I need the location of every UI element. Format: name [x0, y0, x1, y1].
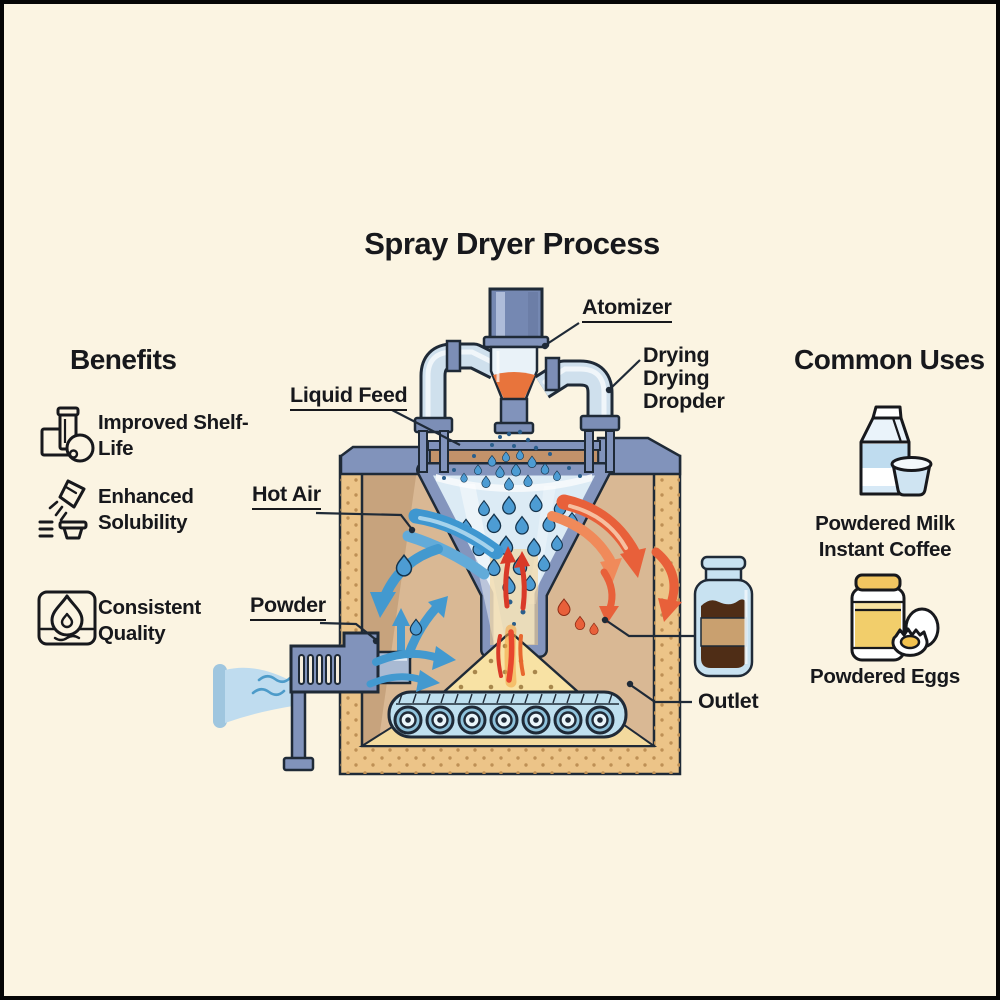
- quality-drop-badge-icon: [34, 583, 100, 651]
- egg-jar-icon: [840, 572, 944, 668]
- benefits-heading: Benefits: [70, 344, 177, 375]
- dissolving-scoop-icon: [38, 477, 98, 543]
- pipe-coupling: [445, 339, 462, 373]
- label-outlet: Outlet: [698, 689, 759, 713]
- coffee-jar: [693, 555, 754, 678]
- packaged-food-icon: [38, 403, 98, 467]
- spray-dryer-diagram: [213, 287, 754, 776]
- feeder-leg: [290, 690, 307, 762]
- jar-label-band: [700, 617, 747, 647]
- jar-lid: [700, 555, 747, 571]
- benefit-label-solubility: Enhanced Solubility: [98, 485, 194, 535]
- conveyor-belt: [387, 690, 628, 739]
- label-atomizer: Atomizer: [582, 295, 672, 324]
- benefit-label-shelf-life: Improved Shelf-Life: [98, 411, 249, 461]
- page-title: Spray Dryer Process: [364, 226, 660, 261]
- hot-updraft-arrows: [500, 546, 530, 611]
- common-uses-heading: Common Uses: [794, 344, 985, 375]
- use-caption-eggs: Powdered Eggs: [810, 665, 960, 688]
- milk-carton-cup-icon: [835, 396, 937, 504]
- label-drying-duct: Drying Drying Dropder: [643, 343, 725, 414]
- use-caption-milk-coffee: Powdered Milk Instant Coffee: [815, 512, 955, 562]
- benefit-label-quality: Consistent Quality: [98, 596, 201, 646]
- liquid-feed-pipe-left: [413, 339, 503, 434]
- flame-streaks: [496, 624, 525, 688]
- pipe-flange: [579, 414, 621, 432]
- exhaust-arrows: [547, 494, 682, 636]
- powder-feeder: [213, 631, 456, 772]
- label-hot-air: Hot Air: [252, 482, 321, 511]
- air-horn-bell: [213, 664, 227, 728]
- label-liquid-feed: Liquid Feed: [290, 383, 408, 412]
- liquid-in-funnel: [493, 372, 535, 399]
- air-horn: [225, 667, 293, 723]
- leader-lines: [315, 322, 694, 704]
- feeder-foot: [282, 756, 315, 772]
- spray-droplets: [442, 429, 582, 491]
- pipe-coupling: [544, 356, 561, 392]
- label-powder: Powder: [250, 593, 326, 622]
- lid-pipe-collars: [418, 430, 615, 473]
- belt-rollers: [393, 705, 615, 735]
- atomizer-assembly: [482, 287, 550, 435]
- feeder-vents: [298, 654, 341, 685]
- drying-duct-pipe-right: [534, 356, 621, 432]
